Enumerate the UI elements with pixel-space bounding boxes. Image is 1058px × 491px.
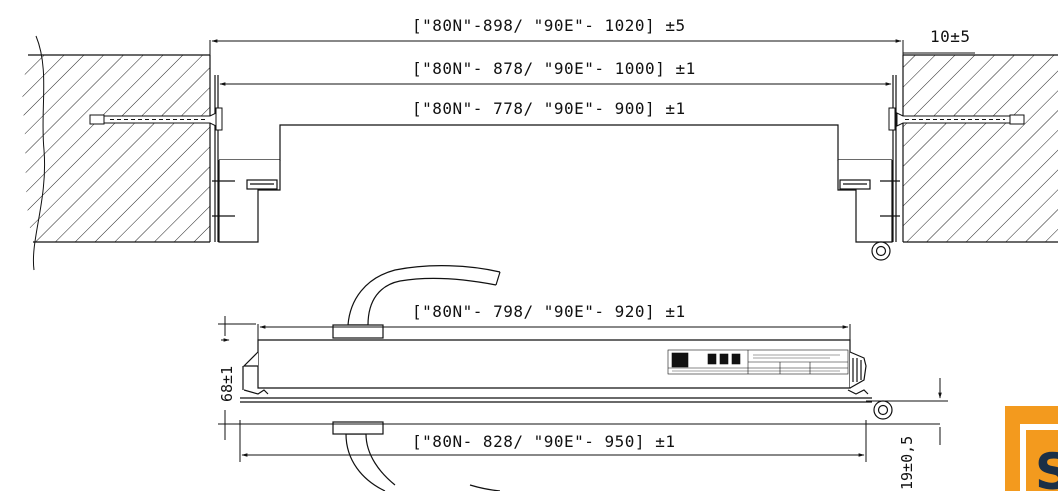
dim-bar-top: ["80N"- 798/ "90E"- 920] ±1 [257, 302, 851, 342]
dim-inner: ["80N"- 778/ "90E"- 900] ±1 [287, 99, 831, 126]
dim-height-left-label: 68±1 [218, 366, 236, 402]
dim-height-left: 68±1 [218, 316, 940, 440]
right-wall [902, 54, 1058, 243]
left-wall [22, 35, 211, 271]
dim-height-right: 19±0,5 [866, 378, 948, 490]
dim-mid: ["80N"- 878/ "90E"- 1000] ±1 [217, 59, 894, 92]
dim-clearance: 10±5 [903, 27, 975, 54]
dim-bar-bottom-label: ["80N- 828/ "90E"- 950] ±1 [412, 432, 675, 451]
right-anchor-screw [888, 107, 1025, 131]
dim-overall-outer-label: ["80N"-898/ "90E"- 1020] ±5 [412, 16, 686, 35]
dim-clearance-label: 10±5 [930, 27, 971, 46]
svg-text:S: S [1035, 443, 1058, 491]
left-anchor-screw [89, 107, 223, 131]
dim-bar-bottom: ["80N- 828/ "90E"- 950] ±1 [239, 420, 867, 462]
right-housing [832, 124, 900, 261]
label-plate [667, 349, 849, 375]
dim-mid-label: ["80N"- 878/ "90E"- 1000] ±1 [412, 59, 696, 78]
brand-logo: S [1005, 406, 1058, 491]
left-housing [212, 124, 286, 243]
door-frame [214, 75, 897, 242]
dim-bar-top-label: ["80N"- 798/ "90E"- 920] ±1 [412, 302, 686, 321]
dim-inner-label: ["80N"- 778/ "90E"- 900] ±1 [412, 99, 686, 118]
bar-body [240, 324, 893, 435]
dim-overall-outer: ["80N"-898/ "90E"- 1020] ±5 [209, 16, 904, 60]
dim-height-right-label: 19±0,5 [898, 436, 916, 490]
